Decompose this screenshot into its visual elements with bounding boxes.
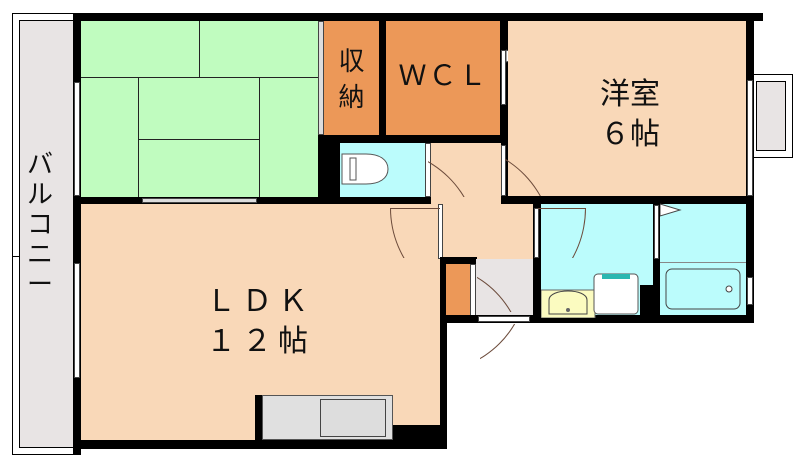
wall-washroom-right	[640, 285, 660, 323]
door-wcl[interactable]	[501, 50, 506, 105]
wall-wcl-right	[500, 13, 508, 198]
wall-toilet-bottom	[318, 197, 448, 204]
wall-top-right	[500, 13, 763, 21]
storage-label: 収 納	[324, 44, 379, 116]
wall-kitchen-corner	[393, 425, 447, 449]
window-washitsu	[74, 82, 80, 196]
washing-machine-icon	[593, 273, 639, 315]
balcony-char: コ	[26, 210, 53, 240]
wcl-label: ＷＣＬ	[398, 59, 489, 92]
balcony-char: バ	[26, 150, 53, 180]
western-room-label: 洋室 ６帖	[560, 75, 700, 155]
wall-storage-bottom	[318, 135, 508, 143]
balcony-small	[756, 81, 786, 151]
balcony-label: バ ル コ ニ ー	[20, 150, 60, 300]
kitchen-sink	[320, 399, 386, 437]
ldk-label-line2: １２帖	[206, 324, 314, 359]
sliding-door-washitsu[interactable]	[142, 198, 257, 203]
balcony-bottom	[19, 200, 74, 448]
window-ldk	[74, 263, 80, 378]
balcony-char: ニ	[26, 240, 53, 270]
bathtub-icon	[665, 268, 741, 310]
door-arrow-icon	[660, 203, 682, 217]
balcony-frame	[12, 13, 76, 455]
wcl-room	[386, 21, 501, 135]
wall-western-bottom	[500, 196, 754, 204]
washbasin-icon	[541, 289, 596, 318]
wall-toilet-left	[318, 135, 340, 205]
tatami-line	[138, 77, 139, 197]
window-western	[747, 80, 753, 196]
tatami-line	[138, 139, 259, 140]
tatami-line	[259, 77, 260, 197]
window-bathroom	[747, 277, 753, 305]
balcony-char: ー	[26, 270, 53, 300]
toilet-icon	[341, 153, 389, 185]
ldk-label: ＬＤＫ １２帖	[190, 282, 330, 362]
wall-entrance-bottom	[440, 315, 480, 323]
bath-divider	[660, 262, 746, 263]
hallway-lower	[440, 204, 533, 259]
tatami-line	[199, 21, 200, 77]
kitchen-wall	[255, 395, 262, 445]
western-room-label-line1: 洋室	[600, 77, 660, 112]
wall-washroom-left	[533, 196, 541, 323]
balcony-char: ル	[26, 180, 53, 210]
western-room-label-line2: ６帖	[600, 117, 660, 152]
western-room	[508, 21, 746, 197]
front-door[interactable]	[478, 316, 530, 322]
wall-left	[73, 13, 81, 455]
wall-bottom-wet	[440, 315, 754, 323]
storage-label-line2: 納	[338, 83, 365, 113]
tatami-line	[81, 77, 318, 78]
shoe-storage	[446, 264, 470, 316]
wall-ldk-right	[440, 259, 447, 449]
ldk-label-line1: ＬＤＫ	[206, 284, 314, 319]
storage-room	[324, 21, 379, 135]
wall-storage-wcl	[379, 21, 386, 135]
wall-top-left	[73, 13, 505, 21]
storage-label-line1: 収	[338, 47, 365, 77]
sliding-door-storage[interactable]	[318, 21, 324, 135]
wall-entrance-top	[440, 257, 477, 264]
door-bathroom[interactable]	[654, 205, 659, 259]
